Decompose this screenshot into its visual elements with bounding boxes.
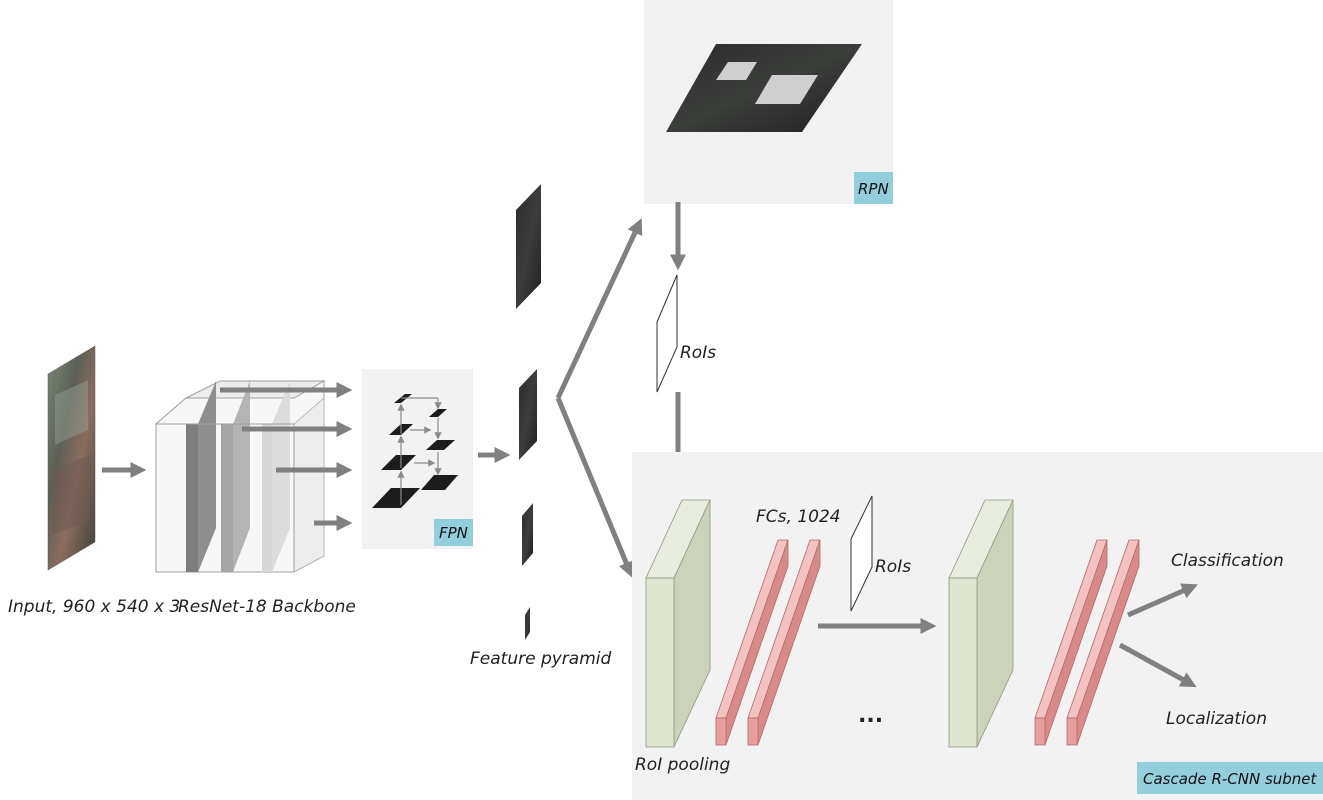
pyramid-level-p3 — [519, 369, 537, 460]
resnet-backbone — [155, 380, 326, 573]
fcs-label: FCs, 1024 — [756, 507, 841, 527]
rois-top-label: RoIs — [680, 343, 716, 363]
input-image — [47, 345, 96, 571]
rpn-tag-bg — [854, 172, 893, 204]
pyramid-level-p5 — [525, 607, 530, 640]
pyramid-level-p2 — [516, 184, 541, 309]
arrow-pyramid-to-cascade — [555, 397, 634, 578]
rois-mid-label: RoIs — [875, 557, 911, 577]
fc-layers-2 — [1034, 539, 1140, 746]
roi-pooling-block-1 — [645, 499, 711, 748]
arrow-to-classification — [1126, 583, 1198, 618]
cascade-tag-bg — [1137, 762, 1323, 794]
feature-pyramid-label: Feature pyramid — [470, 649, 611, 669]
backbone-label: ResNet-18 Backbone — [178, 597, 356, 617]
fpn-inner-diagram — [372, 394, 458, 508]
roi-pooling-block-2 — [948, 499, 1014, 748]
fpn-tag-bg — [434, 519, 473, 546]
rpn-tag: RPN — [858, 180, 889, 198]
ellipsis: ... — [858, 703, 883, 728]
rpn-proposal-small — [716, 62, 757, 80]
fpn-tag: FPN — [439, 524, 468, 542]
rpn-proposal-large — [755, 75, 818, 104]
feature-pyramid — [516, 184, 541, 640]
arrow-to-localization — [1118, 642, 1197, 688]
arrow-pyramid-to-rpn — [555, 218, 643, 400]
fc-layers-1 — [715, 539, 821, 746]
cascade-tag: Cascade R-CNN subnet — [1143, 770, 1318, 788]
rois-sheet-mid — [850, 495, 873, 612]
roi-pooling-label: RoI pooling — [635, 755, 730, 775]
rois-sheet-top — [656, 274, 678, 393]
classification-label: Classification — [1171, 551, 1284, 571]
rpn-feature-map — [666, 44, 862, 132]
pyramid-level-p4 — [522, 503, 533, 566]
input-label: Input, 960 x 540 x 3 — [8, 597, 180, 617]
localization-label: Localization — [1166, 709, 1267, 729]
